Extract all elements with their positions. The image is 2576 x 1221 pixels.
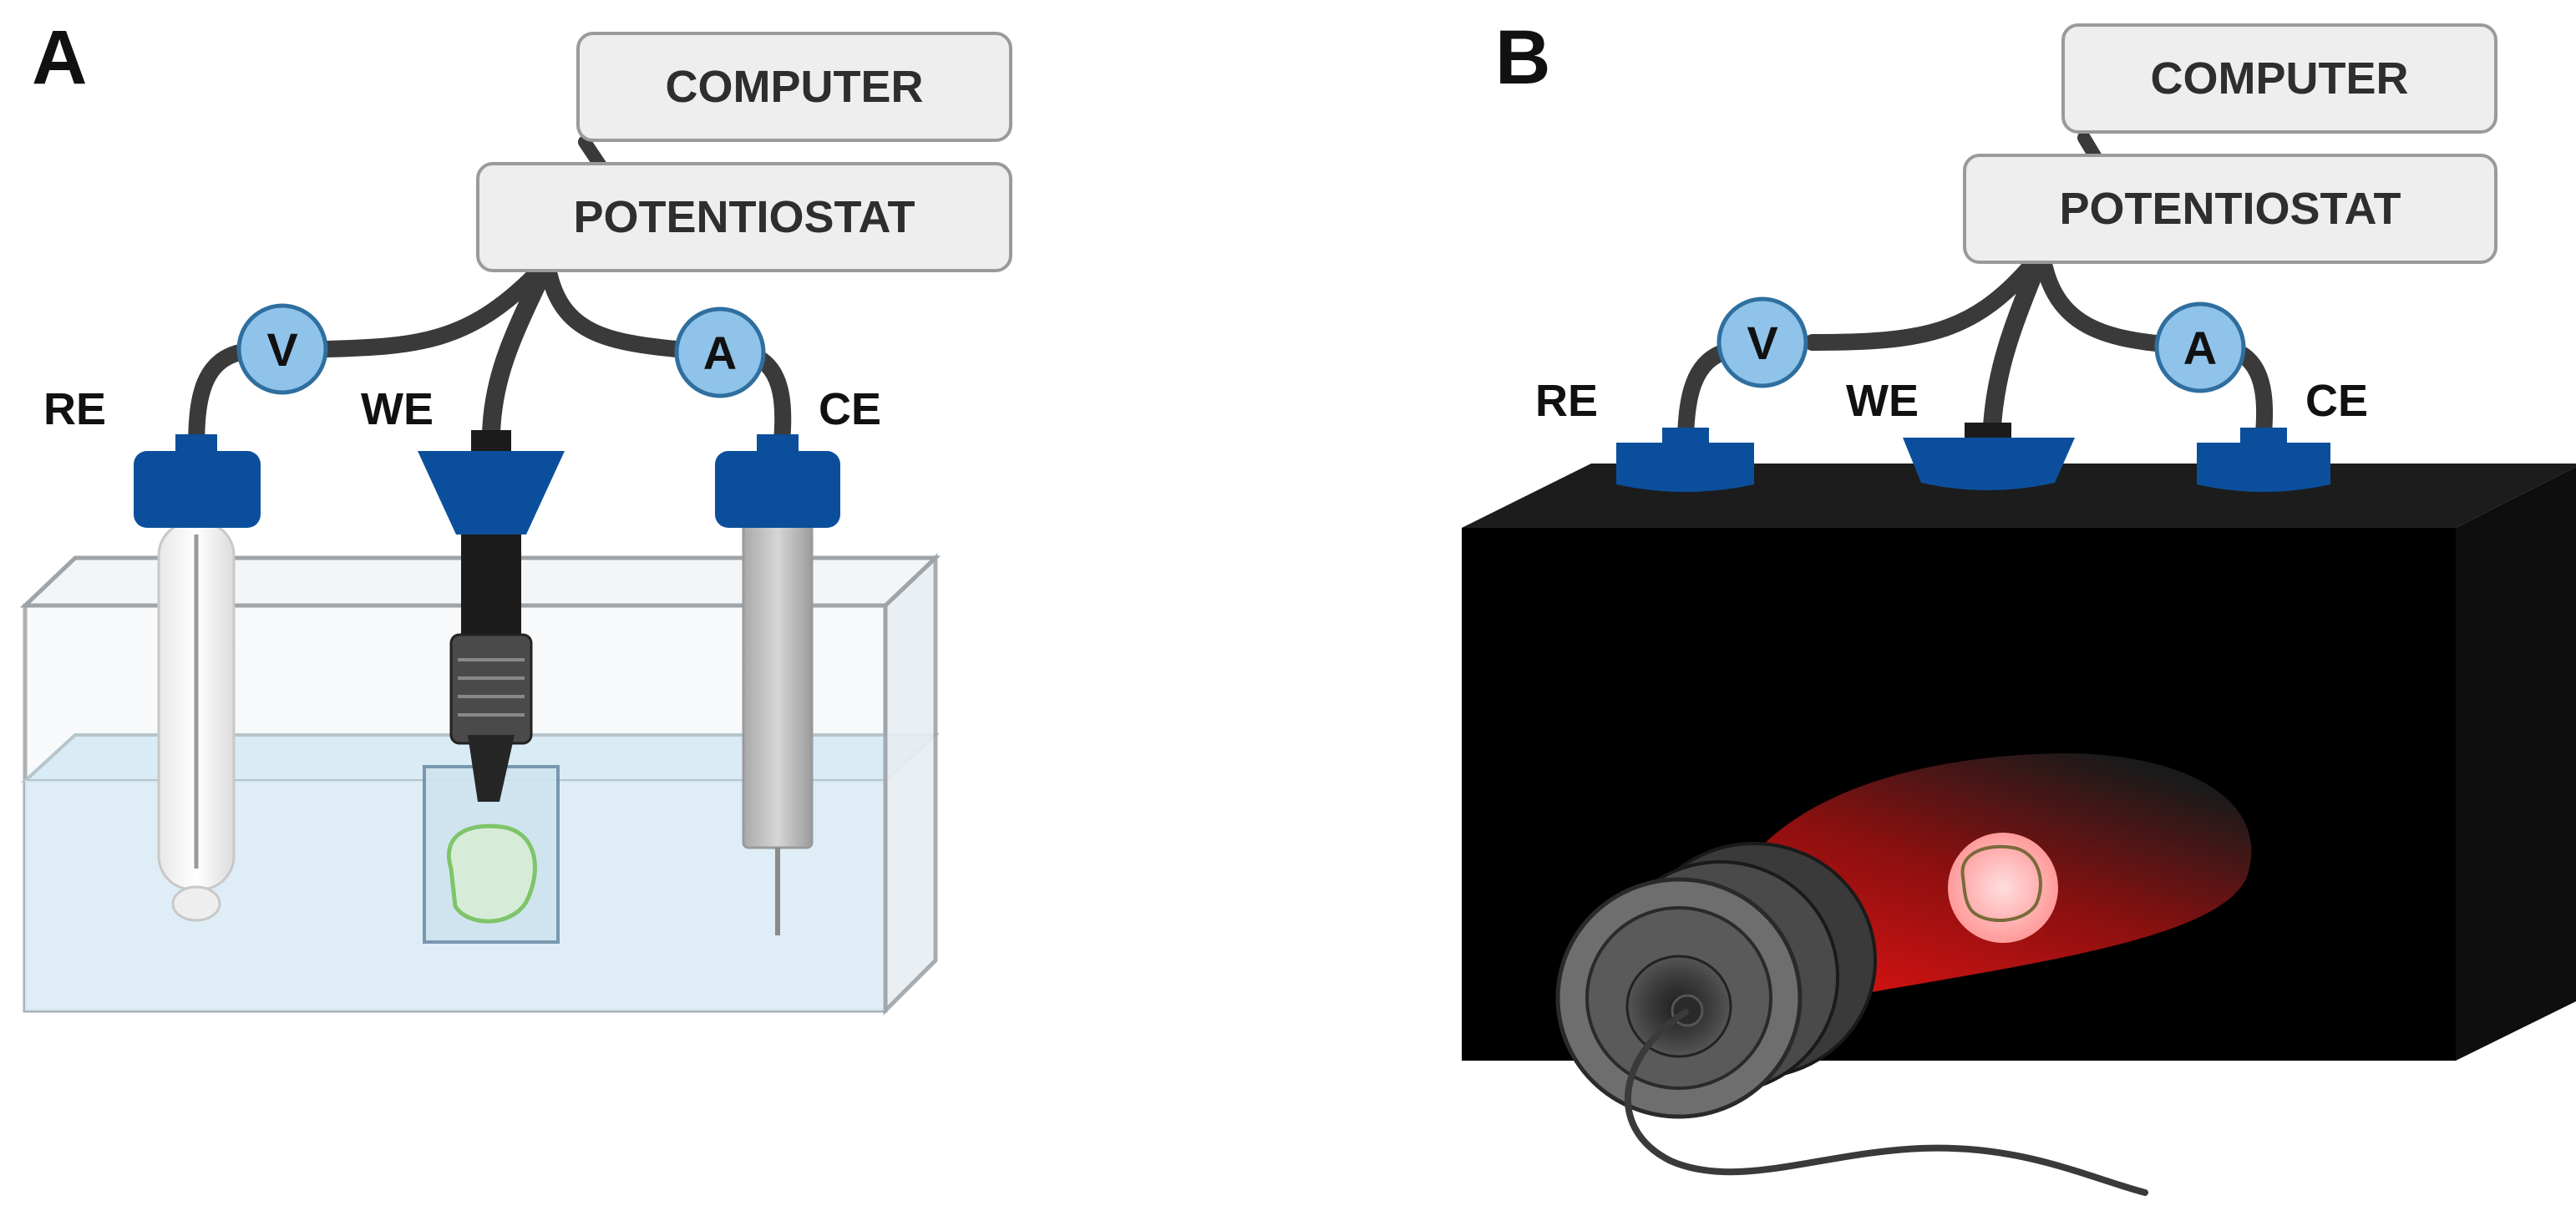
potentiostat-label: POTENTIOSTAT <box>574 192 915 242</box>
ammeter-symbol-b: A <box>2183 322 2217 374</box>
counter-electrode <box>715 434 840 935</box>
we-label: WE <box>361 384 434 434</box>
re-cable-lower-b <box>1677 342 1737 443</box>
ce-cap <box>715 451 840 528</box>
panel-a: A COMPUTER POTENTIOSTAT V A RE WE <box>19 15 1012 1016</box>
computer-box-b: COMPUTER <box>2061 23 2497 134</box>
potentiostat-box: POTENTIOSTAT <box>476 162 1012 272</box>
ce-cable-lower-b <box>2230 344 2274 443</box>
re-cable-upper-b <box>1804 259 2038 351</box>
re-cable-lower <box>188 342 259 459</box>
voltmeter-symbol-b: V <box>1747 317 1777 369</box>
re-cable-upper <box>317 267 543 357</box>
ammeter: A <box>674 307 766 398</box>
ce-cable-upper-b <box>2036 259 2172 352</box>
ce-label-b: CE <box>2305 376 2368 426</box>
voltmeter: V <box>236 303 328 395</box>
ce-cable-upper <box>541 267 685 357</box>
ce-connector-b <box>2197 428 2330 492</box>
computer-label-b: COMPUTER <box>2151 53 2409 104</box>
reference-electrode <box>134 434 261 922</box>
we-label-b: WE <box>1846 376 1919 426</box>
we-cable-b <box>1983 258 2046 435</box>
voltmeter-symbol: V <box>266 323 297 376</box>
panel-a-letter: A <box>32 15 87 100</box>
working-electrode <box>418 430 565 944</box>
ammeter-b: A <box>2154 301 2246 393</box>
panel-b-letter: B <box>1495 15 1550 100</box>
illuminated-sample <box>1948 833 2058 943</box>
re-label-b: RE <box>1535 376 1598 426</box>
ce-label: CE <box>819 384 881 434</box>
light-source-lamp <box>1555 842 1877 1119</box>
potentiostat-box-b: POTENTIOSTAT <box>1963 154 2497 264</box>
computer-box: COMPUTER <box>576 32 1012 142</box>
potentiostat-label-b: POTENTIOSTAT <box>2060 184 2401 234</box>
ammeter-symbol: A <box>703 327 737 379</box>
panel-b: B COMPUTER POTENTIOSTAT V A RE WE CE <box>1462 15 2576 1196</box>
re-label: RE <box>43 384 106 434</box>
re-cap <box>134 451 261 528</box>
we-clip <box>449 633 533 745</box>
we-sample-outline <box>447 823 537 924</box>
re-connector-b <box>1616 428 1754 492</box>
lamp-cable <box>1625 1009 2148 1196</box>
we-connector-b <box>1903 423 2075 490</box>
we-cable <box>482 266 550 443</box>
voltmeter-b: V <box>1716 296 1808 388</box>
we-cap <box>418 451 565 535</box>
computer-label: COMPUTER <box>666 62 924 112</box>
